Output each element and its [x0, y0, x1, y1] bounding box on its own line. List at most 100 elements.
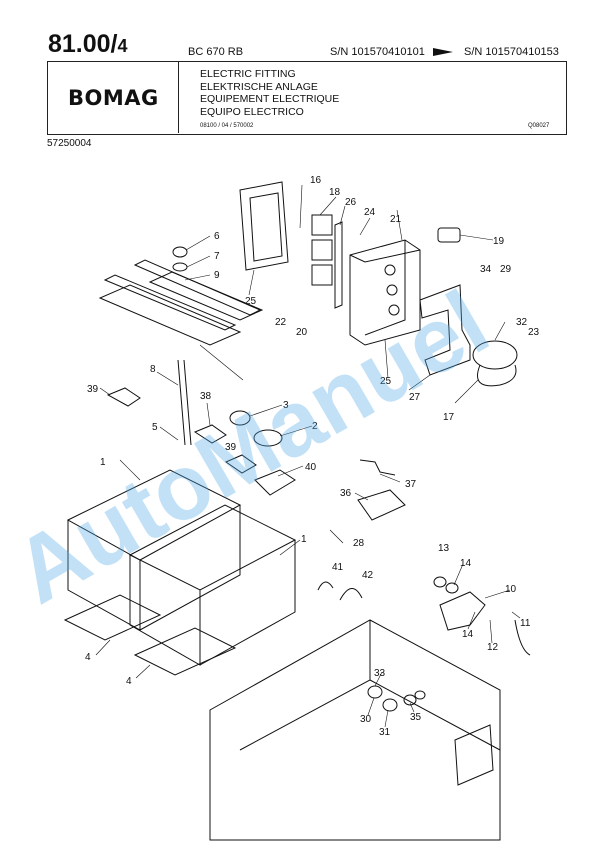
callout: 17: [443, 412, 455, 423]
starter-motor: [439, 591, 486, 631]
relay-frame: [239, 181, 289, 271]
control-box: [349, 239, 421, 346]
callout: 38: [200, 391, 212, 402]
access-cover: [454, 724, 494, 786]
tie-rod: [177, 359, 186, 446]
callout-labels: 16 18 26 24 21 19 6 7 9 25 22 20 34 29 3…: [85, 175, 540, 738]
callout: 3: [283, 400, 289, 411]
battery-mat: [63, 594, 162, 641]
callout: 41: [332, 562, 344, 573]
title-en: ELECTRIC FITTING: [200, 68, 296, 80]
cable-clip: [317, 581, 334, 591]
grommet: [414, 690, 426, 700]
callout: 5: [152, 422, 158, 433]
washer: [433, 576, 447, 588]
callout: 23: [528, 327, 540, 338]
arrow-icon: [433, 48, 453, 56]
callout: 26: [345, 197, 357, 208]
fuse-block: [311, 214, 333, 236]
knockout: [386, 284, 398, 296]
callout: 10: [505, 584, 517, 595]
cable-clip: [339, 588, 363, 601]
battery: [128, 504, 297, 666]
grommet: [403, 694, 417, 706]
callout: 29: [500, 264, 512, 275]
part-number: 57250004: [47, 138, 92, 149]
grommet: [382, 698, 398, 712]
battery: [66, 469, 242, 631]
callout: 14: [460, 558, 472, 569]
logo-cell: BOMAG: [48, 62, 179, 133]
battery-pad: [98, 284, 242, 346]
bomag-logo: BOMAG: [68, 86, 159, 110]
title-block: BOMAG ELECTRIC FITTING ELEKTRISCHE ANLAG…: [47, 61, 567, 135]
callout: 14: [462, 629, 474, 640]
callout: 32: [516, 317, 528, 328]
terminal-cap: [229, 410, 251, 426]
fuse-block: [311, 264, 333, 286]
handle: [514, 619, 531, 656]
callout: 9: [214, 270, 220, 281]
cable-lug: [359, 459, 396, 476]
connector-plate: [357, 489, 406, 521]
page-number: 81.00/4: [48, 30, 128, 58]
battery-clamp: [106, 387, 141, 407]
callout: 40: [305, 462, 317, 473]
lower-housing: [209, 619, 501, 841]
callout: 7: [214, 251, 220, 262]
washer: [172, 262, 188, 272]
grommet: [367, 685, 383, 699]
terminal-cap: [253, 429, 283, 447]
callout: 36: [340, 488, 352, 499]
callout: 12: [487, 642, 499, 653]
callout: 1: [301, 534, 307, 545]
doc-code: Q08027: [528, 123, 550, 129]
callout: 25: [245, 296, 257, 307]
battery-clamp: [224, 454, 257, 474]
callout: 42: [362, 570, 374, 581]
callout: 35: [410, 712, 422, 723]
callout: 22: [275, 317, 287, 328]
callout: 16: [310, 175, 322, 186]
callout: 1: [100, 457, 106, 468]
callout: 33: [374, 668, 386, 679]
serial-from: S/N 101570410101: [330, 46, 425, 58]
callout: 21: [390, 214, 402, 225]
cable-gland: [437, 227, 461, 243]
callout: 39: [87, 384, 99, 395]
callout: 11: [520, 618, 531, 629]
callout: 2: [312, 421, 318, 432]
callout: 30: [360, 714, 372, 725]
tie-rod: [183, 359, 192, 446]
doc-reference: 08100 / 04 / 570002: [200, 123, 254, 129]
callout: 18: [329, 187, 341, 198]
washer: [445, 582, 459, 594]
callout: 28: [353, 538, 365, 549]
relay-wires: [477, 364, 517, 387]
title-de: ELEKTRISCHE ANLAGE: [200, 80, 318, 93]
battery-mat: [133, 627, 237, 676]
callout: 25: [380, 376, 392, 387]
callout: 31: [379, 727, 391, 738]
callout: 39: [225, 442, 237, 453]
leader-lines: [95, 184, 521, 728]
callout: 4: [85, 652, 91, 663]
callout: 19: [493, 236, 505, 247]
main-switch: [254, 469, 296, 496]
serial-to: S/N 101570410153: [464, 46, 559, 58]
callout: 6: [214, 231, 220, 242]
callout: 20: [296, 327, 308, 338]
battery-clamp: [193, 424, 227, 444]
title-fr: EQUIPEMENT ELECTRIQUE: [200, 93, 340, 106]
knockout: [384, 264, 396, 276]
starter-relay: [472, 340, 518, 370]
battery-pad: [148, 271, 264, 321]
callout: 37: [405, 479, 417, 490]
battery-rail: [103, 274, 237, 331]
fuse-block: [311, 239, 333, 261]
title-lines: ELECTRIC FITTING ELEKTRISCHE ANLAGE EQUI…: [200, 68, 339, 118]
callout: 24: [364, 207, 376, 218]
callout: 8: [150, 364, 156, 375]
callout: 4: [126, 676, 132, 687]
